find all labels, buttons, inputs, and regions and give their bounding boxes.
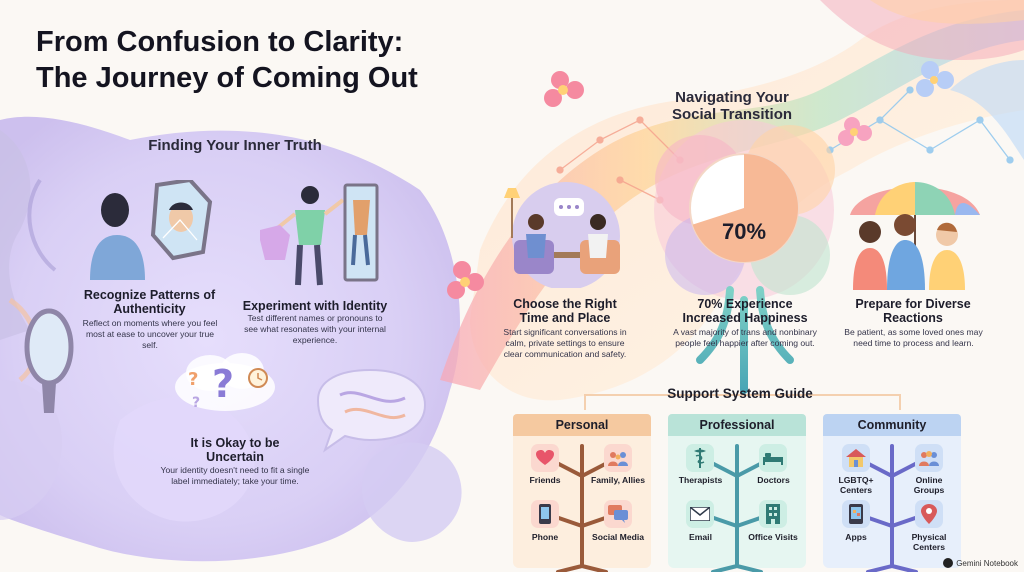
card-reactions-title: Prepare for Diverse Reactions bbox=[855, 297, 971, 325]
card-recognize-title: Recognize Patterns of Authenticity bbox=[83, 288, 216, 316]
brand-label: Gemini Notebook bbox=[956, 558, 1018, 568]
caduceus-icon bbox=[686, 444, 714, 472]
card-reactions-desc: Be patient, as some loved ones may need … bbox=[844, 327, 983, 348]
building-icon bbox=[759, 500, 787, 528]
title-line-1: From Confusion to Clarity: bbox=[36, 26, 404, 58]
svg-text:?: ? bbox=[192, 395, 200, 411]
social-heading: Navigating Your Social Transition bbox=[671, 89, 793, 123]
umbrella-group-illustration bbox=[850, 182, 980, 290]
svg-text:?: ? bbox=[212, 362, 234, 406]
brand-icon bbox=[943, 558, 954, 568]
support-item-apps: Apps bbox=[845, 532, 867, 542]
support-item-physical-centers: Physical Centers bbox=[911, 532, 947, 552]
inner-truth-heading: Finding Your Inner Truth bbox=[148, 137, 322, 154]
pie-slice-70-percent bbox=[692, 154, 798, 262]
svg-text:?: ? bbox=[188, 369, 198, 390]
card-experiment-title: Experiment with Identity bbox=[242, 299, 388, 313]
map-pin-icon bbox=[915, 500, 943, 528]
bed-icon bbox=[759, 444, 787, 472]
group-icon bbox=[915, 444, 943, 472]
card-time-place-title: Choose the Right Time and Place bbox=[513, 297, 617, 325]
support-item-phone: Phone bbox=[531, 532, 559, 542]
support-item-family-allies: Family, Allies bbox=[591, 475, 645, 485]
chat-icon bbox=[604, 500, 632, 528]
card-happiness-desc: A vast majority of trans and nonbinary p… bbox=[673, 327, 817, 348]
card-happiness-title: 70% Experience Increased Happiness bbox=[682, 297, 808, 325]
title-line-2: The Journey of Coming Out bbox=[36, 62, 418, 94]
support-item-online-groups: Online Groups bbox=[913, 475, 945, 495]
card-uncertain-desc: Your identity doesn't need to fit a sing… bbox=[160, 465, 310, 486]
hand-mirror-illustration bbox=[24, 308, 74, 413]
support-heading: Support System Guide bbox=[667, 386, 813, 401]
happiness-stat-pie bbox=[689, 153, 799, 263]
uncertain-cloud-illustration: ? ? ? bbox=[175, 353, 275, 411]
phone-icon bbox=[531, 500, 559, 528]
column-personal-header: Personal bbox=[513, 414, 651, 436]
heart-icon bbox=[531, 444, 559, 472]
support-item-therapists: Therapists bbox=[678, 475, 723, 485]
support-item-social-media: Social Media bbox=[591, 532, 645, 542]
page-title: From Confusion to Clarity: The Journey o… bbox=[36, 24, 496, 96]
conversation-illustration bbox=[504, 182, 620, 288]
card-recognize-desc: Reflect on moments where you feel most a… bbox=[82, 318, 218, 350]
support-item-doctors: Doctors bbox=[757, 475, 790, 485]
support-item-email: Email bbox=[689, 532, 712, 542]
experiment-identity-illustration bbox=[260, 183, 379, 286]
support-item-friends: Friends bbox=[529, 475, 561, 485]
support-item-office-visits: Office Visits bbox=[748, 532, 798, 542]
card-uncertain-title: It is Okay to be Uncertain bbox=[190, 436, 280, 464]
happiness-stat-label: 70% bbox=[721, 219, 767, 244]
column-community-header: Community bbox=[823, 414, 961, 436]
column-professional-header: Professional bbox=[668, 414, 806, 436]
card-experiment-desc: Test different names or pronouns to see … bbox=[244, 313, 386, 345]
brand-mark: Gemini Notebook bbox=[943, 558, 1018, 568]
support-roots bbox=[551, 444, 923, 572]
envelope-icon bbox=[686, 500, 714, 528]
house-icon bbox=[842, 444, 870, 472]
support-item-lgbtq-centers: LGBTQ+ Centers bbox=[838, 475, 874, 495]
family-icon bbox=[604, 444, 632, 472]
app-icon bbox=[842, 500, 870, 528]
card-time-place-desc: Start significant conversations in calm,… bbox=[503, 327, 627, 359]
mirror-person-illustration bbox=[90, 180, 213, 280]
